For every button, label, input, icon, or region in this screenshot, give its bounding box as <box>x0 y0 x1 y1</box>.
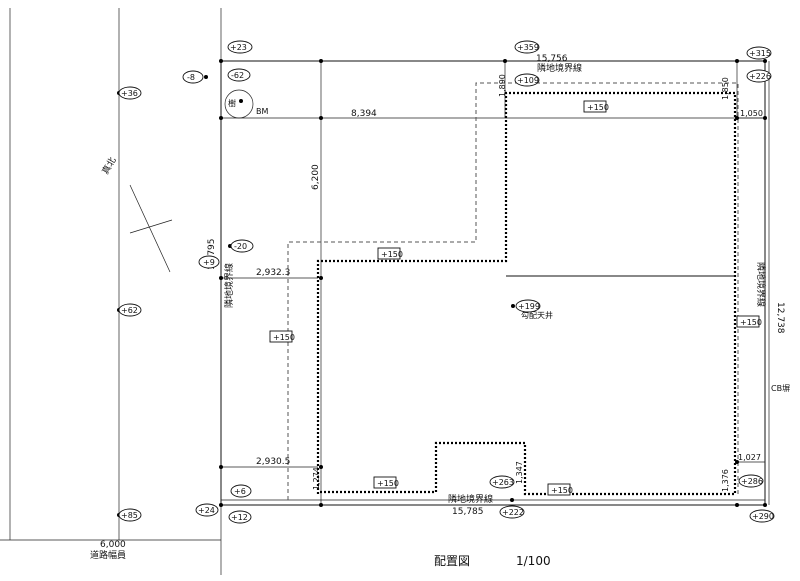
spot-level-290: +290 <box>752 512 774 521</box>
spot-level-n62: -62 <box>231 71 244 80</box>
boundary-labels: 隣地境界線 隣地境界線 隣地境界線 隣地境界線 CB塀 勾配天井 <box>223 62 790 505</box>
survey-points <box>117 59 767 517</box>
dim-1274: 1,274 <box>312 467 321 490</box>
dimension-texts: 15,756 15,785 12,795 12,738 8,394 6,200 … <box>207 54 785 517</box>
spot-level-9: +9 <box>203 258 215 267</box>
dim-1890: 1,890 <box>498 74 507 97</box>
offset-boxes: +150 +150 +150 +150 +150 +150 <box>269 100 762 496</box>
offset-box-1: +150 <box>587 103 609 112</box>
road-width-value: 6,000 <box>100 540 126 550</box>
spot-level-36: +36 <box>121 89 138 98</box>
spot-level-226: +226 <box>749 72 771 81</box>
boundary-top-label: 隣地境界線 <box>537 62 582 74</box>
spot-level-24: +24 <box>198 506 215 515</box>
boundary-right-label: 隣地境界線 <box>755 262 767 307</box>
dim-1376: 1,376 <box>721 469 730 492</box>
offset-box-4: +150 <box>740 318 762 327</box>
spot-level-263: +263 <box>492 478 514 487</box>
eaves-outline <box>287 82 739 500</box>
road-width-label: 道路幅員 <box>90 549 126 561</box>
caption-name: 配置図 <box>434 554 470 568</box>
dim-1027: 1,027 <box>738 453 761 462</box>
building-outline <box>316 91 737 496</box>
dim-2932: 2,932.3 <box>256 268 290 278</box>
dim-left-length: 12,795 <box>207 239 217 271</box>
dim-2930: 2,930.5 <box>256 457 290 467</box>
caption-scale: 1/100 <box>516 554 551 568</box>
road-lines <box>0 8 222 575</box>
dim-8394: 8,394 <box>351 109 377 119</box>
spot-level-62: +62 <box>121 306 138 315</box>
bm-label: BM <box>256 107 268 116</box>
offset-box-6: +150 <box>551 486 573 495</box>
offset-box-2: +150 <box>381 250 403 259</box>
dim-1050: 1,050 <box>740 109 763 118</box>
dim-6200: 6,200 <box>311 164 321 190</box>
road-width: 6,000 道路幅員 <box>90 540 126 561</box>
spot-level-222: +222 <box>502 508 524 517</box>
dim-right-length: 12,738 <box>775 302 785 334</box>
boundary-bottom-label: 隣地境界線 <box>448 493 493 505</box>
spot-level-6: +6 <box>234 487 246 496</box>
spot-levels: +23 -62 -8 +36 +9 -20 +62 +85 +24 +6 +12… <box>118 40 775 524</box>
spot-level-286: +286 <box>741 477 763 486</box>
spot-level-12: +12 <box>231 513 248 522</box>
dim-top-length: 15,756 <box>536 54 568 64</box>
offset-box-5: +150 <box>377 479 399 488</box>
ceiling-label: 勾配天井 <box>521 310 553 320</box>
spot-level-109: +109 <box>517 76 539 85</box>
spot-level-n8: -8 <box>187 73 195 82</box>
spot-level-199: +199 <box>518 302 540 311</box>
dim-bottom-length: 15,785 <box>452 507 484 517</box>
boundary-left-label: 隣地境界線 <box>223 263 235 308</box>
spot-level-23: +23 <box>230 43 247 52</box>
spot-level-315: +315 <box>749 49 771 58</box>
drawing-caption: 配置図 1/100 <box>434 554 551 568</box>
cb-wall-label: CB塀 <box>771 383 790 393</box>
dimension-lines <box>221 61 765 505</box>
tree-label: 樹 <box>228 98 236 108</box>
dim-1347: 1,347 <box>515 461 524 484</box>
site-boundary <box>220 60 770 506</box>
spot-level-85: +85 <box>121 511 138 520</box>
spot-level-n20: -20 <box>234 242 247 251</box>
offset-box-3: +150 <box>273 333 295 342</box>
north-arrow: 真北 <box>99 155 173 273</box>
spot-level-359: +359 <box>517 43 539 52</box>
benchmark: 樹 BM <box>224 89 268 119</box>
dim-1850: 1,850 <box>721 77 730 100</box>
north-label: 真北 <box>99 155 118 177</box>
